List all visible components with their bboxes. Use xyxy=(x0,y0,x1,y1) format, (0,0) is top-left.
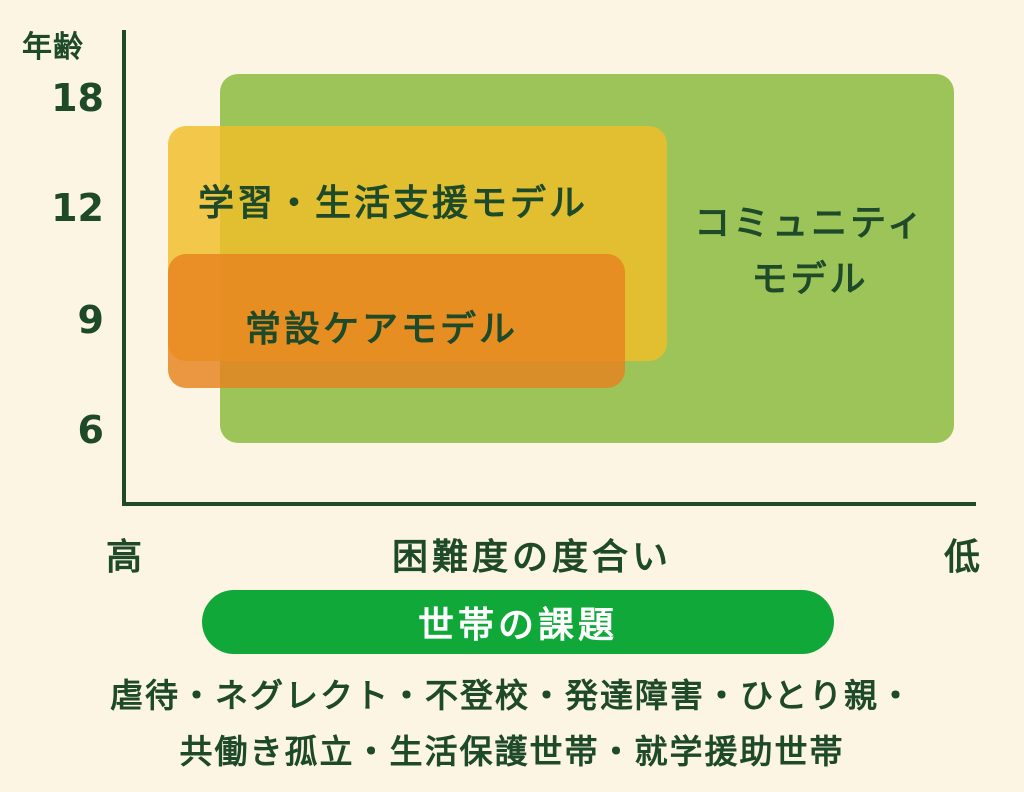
y-tick-18: 18 xyxy=(51,76,104,120)
x-axis-low-label: 低 xyxy=(944,537,981,578)
permanent-care-model-region xyxy=(168,254,625,388)
y-tick-9: 9 xyxy=(77,298,104,342)
household-issues-line-2: 共働き孤立・生活保護世帯・就学援助世帯 xyxy=(179,732,845,771)
community-model-label-line2: モデル xyxy=(751,259,869,300)
x-axis-line xyxy=(122,502,976,506)
x-axis-title: 困難度の度合い xyxy=(392,537,673,578)
permanent-care-model-label: 常設ケアモデル xyxy=(245,309,519,350)
y-tick-6: 6 xyxy=(77,408,104,452)
community-model-label: コミュニティ モデル xyxy=(650,196,970,308)
household-issues-line-1: 虐待・ネグレクト・不登校・発達障害・ひとり親・ xyxy=(109,676,914,715)
y-axis-line xyxy=(122,30,126,506)
household-issues-heading-text: 世帯の課題 xyxy=(417,605,618,646)
y-tick-12: 12 xyxy=(51,186,104,230)
household-issues-list: 虐待・ネグレクト・不登校・発達障害・ひとり親・ 共働き孤立・生活保護世帯・就学援… xyxy=(20,668,1004,780)
x-axis-high-label: 高 xyxy=(106,537,143,578)
household-issues-heading: 世帯の課題 xyxy=(202,590,834,654)
learning-support-model-label: 学習・生活支援モデル xyxy=(198,183,589,224)
y-axis-label: 年齢 xyxy=(22,30,84,65)
community-model-label-line1: コミュニティ xyxy=(694,203,926,244)
